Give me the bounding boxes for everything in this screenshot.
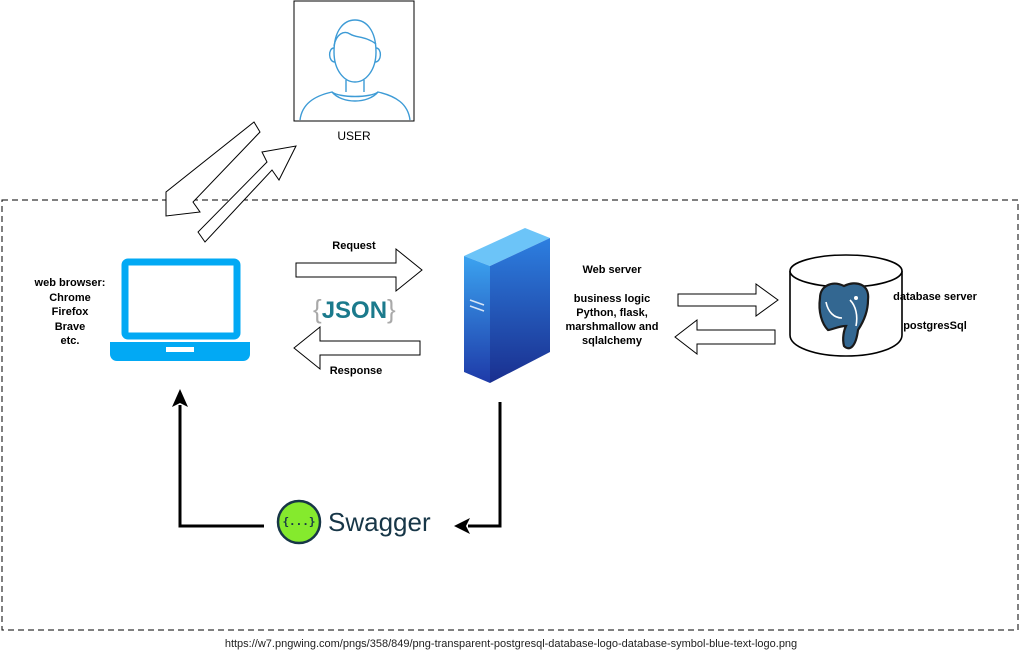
server-to-swagger-line (468, 402, 502, 528)
browser-label-line: Firefox (51, 306, 89, 318)
webserver-desc-line: business logic (573, 293, 651, 305)
response-arrow (293, 325, 421, 371)
webserver-desc-line: Python, flask, (576, 307, 648, 319)
browser-to-user-arrow (197, 145, 297, 243)
swagger-to-browser-line (178, 405, 264, 528)
swagger-wordmark-text: Swagger (328, 507, 431, 537)
database-title: database server (893, 291, 977, 303)
database-subtitle: postgresSql (903, 320, 967, 332)
webserver-desc-line: sqlalchemy (582, 335, 642, 347)
db-to-server-arrow (674, 318, 776, 356)
swagger-logo-icon (276, 499, 322, 545)
webserver-description: business logic Python, flask, marshmallo… (556, 292, 668, 348)
response-label: Response (329, 365, 383, 377)
browser-label: web browser: Chrome Firefox Brave etc. (10, 276, 130, 349)
source-url: https://w7.pngwing.com/pngs/358/849/png-… (224, 638, 798, 650)
postgres-elephant-icon (818, 282, 870, 350)
user-to-browser-arrow (165, 121, 261, 217)
server-to-swagger-arrowhead (454, 518, 470, 534)
browser-label-line: Chrome (49, 291, 91, 304)
swagger-wordmark: Swagger (328, 505, 431, 539)
webserver-title: Web server (582, 264, 642, 276)
json-left-brace: { (313, 294, 322, 324)
browser-label-line: etc. (60, 335, 80, 347)
json-right-brace: } (387, 294, 396, 324)
user-label: USER (337, 129, 371, 143)
json-badge: {JSON} (313, 294, 403, 326)
system-boundary (1, 199, 1019, 631)
server-icon (464, 228, 550, 383)
browser-label-line: Brave (54, 320, 86, 333)
request-label: Request (332, 240, 376, 252)
json-text: JSON (321, 297, 388, 324)
request-arrow (295, 247, 423, 293)
webserver-desc-line: marshmallow and (565, 321, 659, 333)
browser-label-line: web browser: (34, 277, 106, 289)
user-icon (299, 19, 411, 121)
swagger-to-browser-arrowhead (172, 389, 188, 407)
laptop-icon (110, 258, 250, 361)
user-box (293, 0, 415, 122)
swagger-glyph: {...} (282, 515, 316, 528)
server-to-db-arrow (677, 283, 779, 317)
